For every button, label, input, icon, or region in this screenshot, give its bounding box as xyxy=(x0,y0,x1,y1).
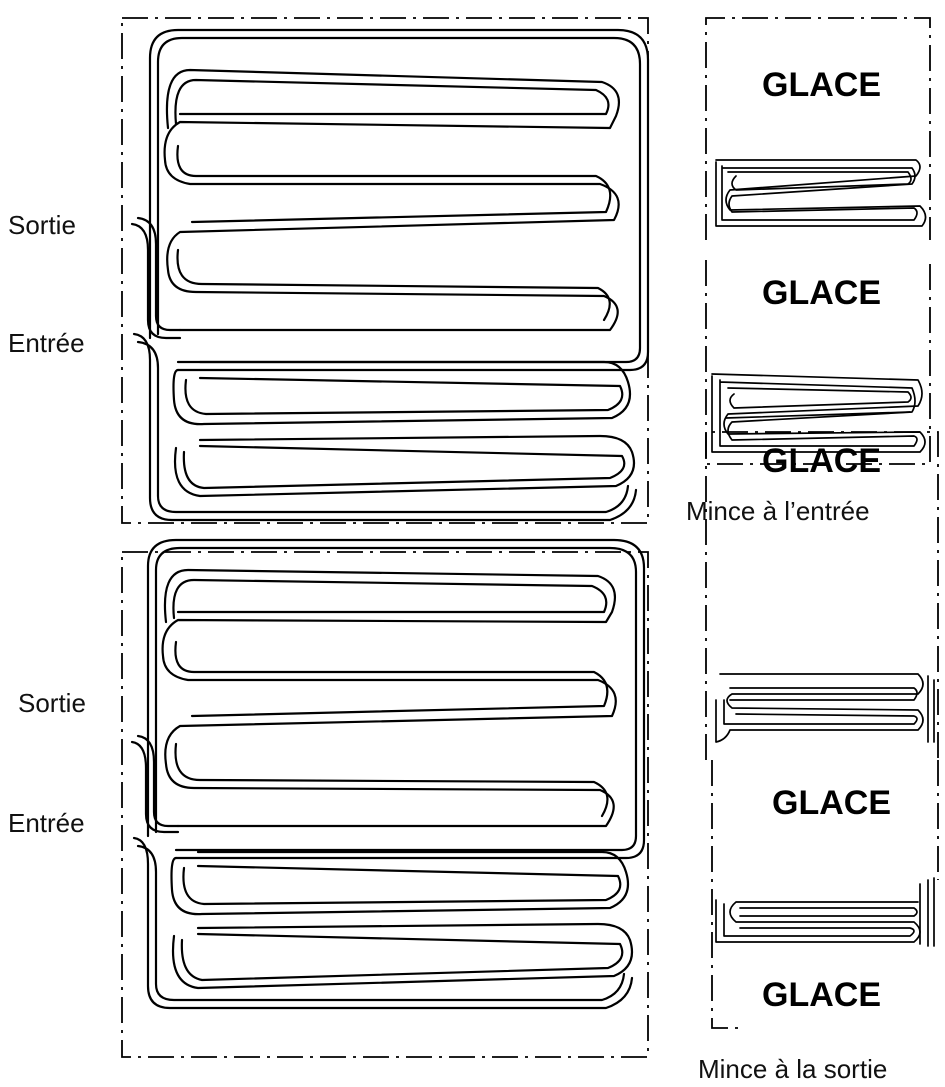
top-outlet-pipe xyxy=(130,222,182,340)
bottom-panel-boundary xyxy=(121,551,649,1058)
bottom-outlet-pipe xyxy=(130,740,180,834)
bottom-upper-serpentine xyxy=(161,568,617,828)
side-bottom-ice-lower: GLACE xyxy=(762,976,881,1014)
bottom-outer-return-tube xyxy=(154,546,638,852)
top-inlet-pipe xyxy=(132,332,638,522)
bottom-lower-serpentine xyxy=(170,850,634,990)
side-bottom-ice-middle: GLACE xyxy=(772,784,891,822)
side-top-coil-lower xyxy=(711,373,926,453)
side-bottom-coil-lower xyxy=(715,877,935,947)
top-outlet-label: Sortie xyxy=(8,210,76,240)
side-bottom-ice-upper: GLACE xyxy=(762,442,881,480)
bottom-inlet-label: Entrée xyxy=(8,808,85,838)
bottom-panel-coil xyxy=(130,538,646,1010)
side-top-ice-lower: GLACE xyxy=(762,274,881,312)
side-top-caption: Mince à l’entrée xyxy=(686,496,870,526)
side-top-ice-upper: GLACE xyxy=(762,66,881,104)
top-outer-return-tube xyxy=(156,36,642,364)
bottom-outlet-label: Sortie xyxy=(18,688,86,718)
side-top-coil-upper xyxy=(715,159,927,227)
side-bottom-caption: Mince à la sortie xyxy=(698,1054,887,1084)
top-panel-coil xyxy=(130,28,650,522)
top-upper-serpentine xyxy=(163,68,620,332)
top-panel-boundary xyxy=(121,17,649,524)
top-inlet-label: Entrée xyxy=(8,328,85,358)
side-top-boundary xyxy=(705,17,931,465)
side-bottom-boundary xyxy=(705,431,939,1029)
top-lower-serpentine xyxy=(172,360,636,498)
side-bottom-coil-upper xyxy=(715,673,935,743)
